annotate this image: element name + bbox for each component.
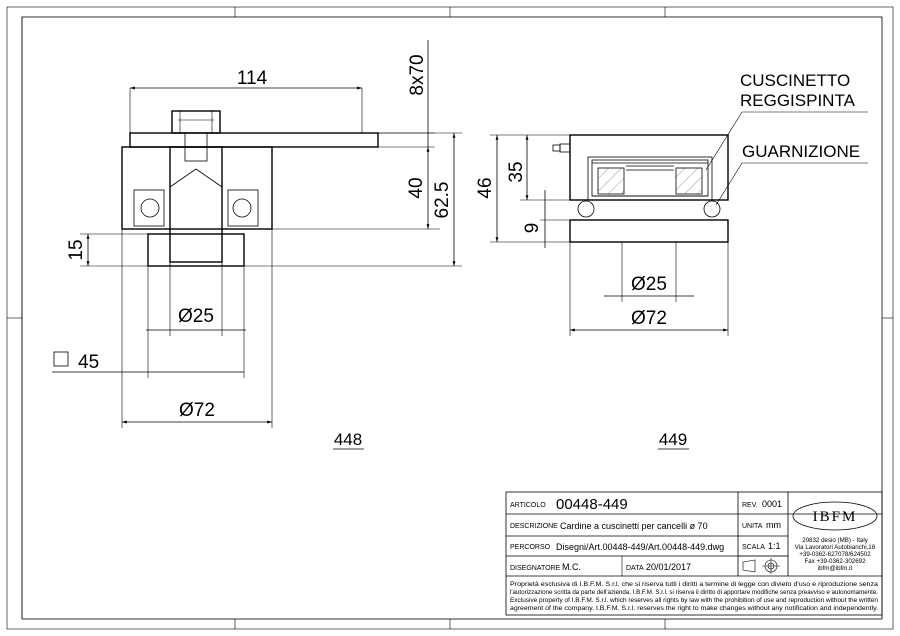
tb-address-5: ibfm@ibfm.it [818,565,853,572]
sheet-frame [6,6,894,630]
dim-62-5: 62.5 [432,182,453,219]
tb-address-3: +39-0362-627078/624502 [799,551,871,558]
tb-descrizione-label: DESCRIZIONE [510,523,558,530]
grease-nipple-icon [552,143,571,153]
tb-articolo-label: ARTICOLO [510,502,546,509]
dim-diam-25-left: Ø25 [178,306,214,327]
thrust-bearing [591,159,709,197]
callout-bearing-line1: CUSCINETTO [740,71,850,90]
tb-address-2: Via Lavoratori Autobianchi,18 [795,544,876,551]
dim-46: 46 [475,177,496,198]
seal-left [577,200,595,218]
dim-45: 45 [78,352,99,373]
callout-bearing-line2: REGGISPINTA [740,91,856,110]
tb-notice-1: Proprietà esclusiva di I.B.F.M. S.r.l. c… [510,581,879,588]
tb-address-4: Fax +39-0362-302692 [804,558,866,565]
square-symbol-icon [53,351,69,367]
dim-40: 40 [406,177,427,198]
tb-notice-2: l'autorizzazione scritta da parte dell'a… [510,589,878,596]
dim-diam-72-left: Ø72 [179,400,215,421]
tb-percorso-label: PERCORSO [510,544,551,551]
tb-rev-value: 0001 [762,499,782,509]
bolt-head [171,110,221,134]
view-id-448: 448 [334,430,362,449]
tb-unita-label: UNITA [742,523,763,530]
dim-8x70: 8x70 [407,54,428,95]
ibfm-logo [792,501,878,531]
dim-114: 114 [237,68,268,89]
tb-address-1: 20832 desio (MB) - Italy [802,537,869,544]
seal-right [703,200,721,218]
tb-data-label: DATA [626,565,644,572]
tb-scala-value: 1:1 [768,541,781,551]
callout-seal: GUARNIZIONE [742,142,860,161]
tb-notice-3: Exclusive property of I.B.F.M. S.r.l. wh… [510,597,879,604]
ball-right [232,198,252,218]
tb-percorso-value: Disegni/Art.00448-449/Art.00448-449.dwg [556,542,724,552]
view-448: 114 8x70 40 62.5 15 Ø25 45 [52,40,462,450]
tb-scala-label: SCALA [742,544,765,551]
view-id-449: 449 [659,430,687,449]
ibfm-logo-text: IBFM [813,509,858,525]
view-449: 46 35 9 Ø25 Ø72 CUSCINETTO REGGISPINTA G… [475,71,868,450]
projection-symbol-icon [742,558,780,574]
dim-diam-72-right: Ø72 [631,308,667,329]
lower-housing-section [569,219,729,243]
dim-15: 15 [66,239,87,260]
dim-9: 9 [522,223,543,234]
tb-descrizione-value: Cardine a cuscinetti per cancelli ø 70 [560,521,708,531]
ball-left [140,198,160,218]
tb-notice-4: agreement of the company. I.B.F.M. S.r.l… [510,605,878,612]
tb-unita-value: mm [766,520,781,530]
plate-section [129,132,379,148]
tb-disegnatore-value: M.C. [562,562,581,572]
tb-disegnatore-label: DISEGNATORE [510,565,561,572]
tb-articolo-value: 00448-449 [556,496,628,513]
dim-diam-25-right: Ø25 [631,274,667,295]
dim-35: 35 [506,161,527,182]
body-section [121,146,273,230]
title-block: ARTICOLO 00448-449 REV. 0001 DESCRIZIONE… [505,491,883,616]
tb-rev-label: REV. [742,502,758,509]
pin-section [169,146,223,263]
flange-section [147,233,245,267]
tb-data-value: 20/01/2017 [646,562,691,572]
